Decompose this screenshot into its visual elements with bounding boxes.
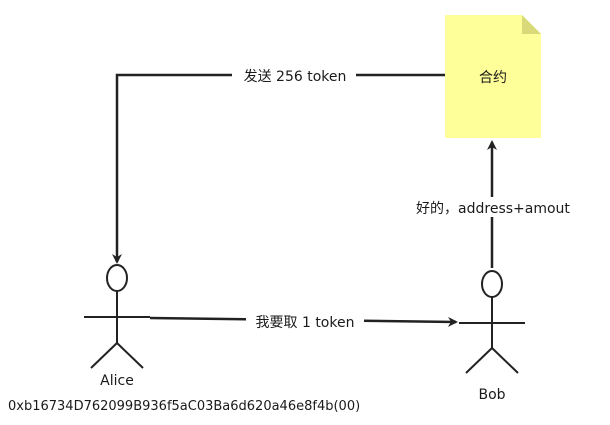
edge-contract-to-alice-label-bg xyxy=(232,65,356,85)
edge-alice-to-bob-label: 我要取 1 token xyxy=(256,315,355,331)
contract-label: 合约 xyxy=(479,70,507,86)
contract-node[interactable]: 合约 xyxy=(445,15,541,138)
bob-leg-left xyxy=(465,347,493,374)
edge-bob-to-contract: 好的，address+amout xyxy=(404,140,582,268)
edge-alice-to-bob-label-bg xyxy=(246,311,364,331)
actor-bob[interactable]: Bob xyxy=(459,270,525,403)
alice-head xyxy=(106,264,128,292)
alice-address: 0xb16734D762099B936f5aC03Ba6d620a46e8f4b… xyxy=(8,399,360,414)
edge-bob-to-contract-label: 好的，address+amout xyxy=(416,201,570,217)
edge-alice-to-bob: 我要取 1 token xyxy=(149,311,458,331)
contract-note-body xyxy=(445,15,541,138)
contract-note-fold xyxy=(522,15,541,34)
edge-contract-to-alice-label: 发送 256 token xyxy=(244,69,347,85)
edge-bob-to-contract-label-bg xyxy=(404,197,582,217)
bob-leg-right xyxy=(491,347,519,374)
bob-name: Bob xyxy=(478,387,505,403)
edge-contract-to-alice-line xyxy=(112,73,445,264)
alice-leg-left xyxy=(90,342,118,369)
alice-name: Alice xyxy=(100,373,134,389)
bob-head xyxy=(481,270,503,298)
edge-contract-to-alice: 发送 256 token xyxy=(112,65,445,264)
alice-leg-right xyxy=(116,342,144,369)
actor-alice[interactable]: Alice 0xb16734D762099B936f5aC03Ba6d620a4… xyxy=(8,264,360,414)
